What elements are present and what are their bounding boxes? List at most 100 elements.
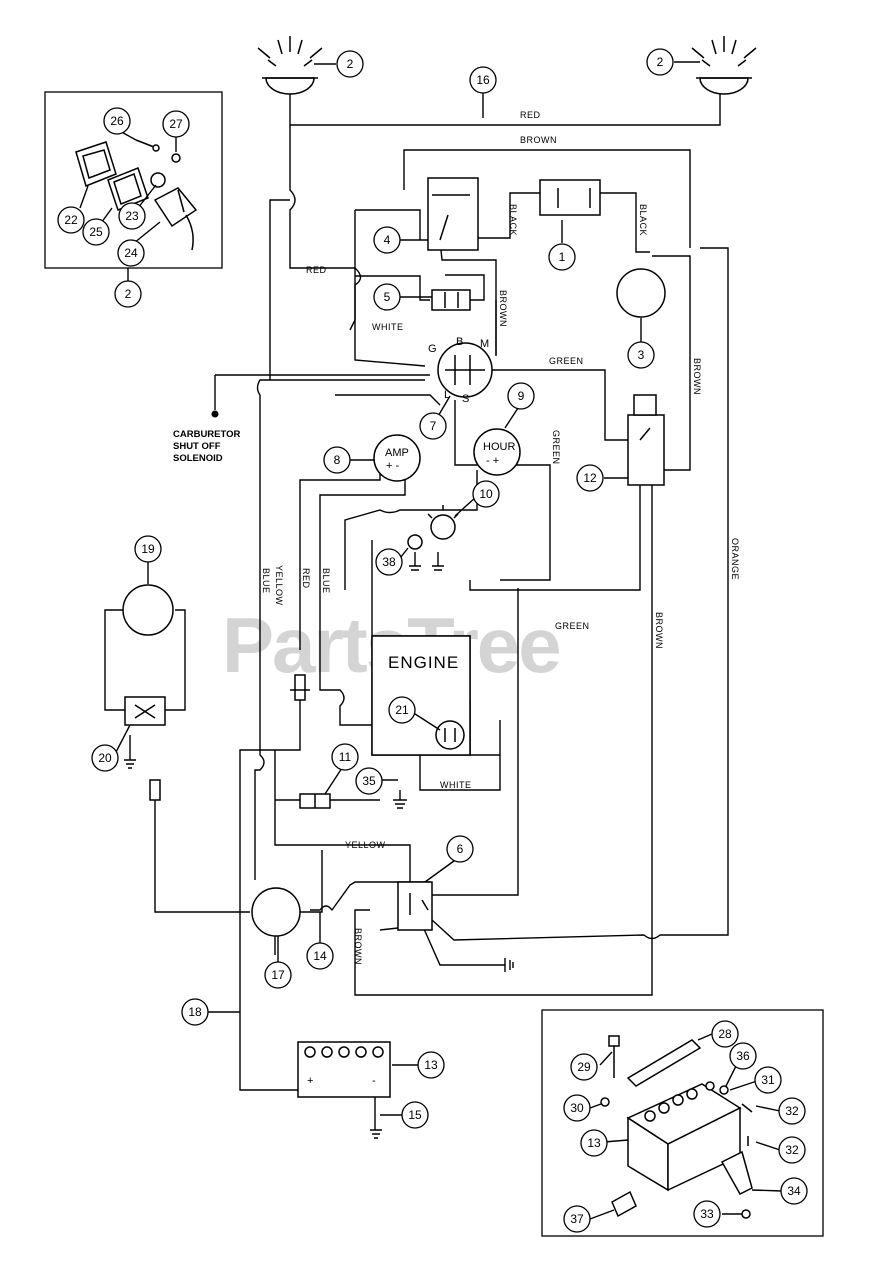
- engine-label: ENGINE: [388, 653, 459, 672]
- svg-text:15: 15: [408, 1108, 422, 1122]
- callout-37: 37: [563, 1205, 591, 1233]
- svg-text:30: 30: [570, 1101, 584, 1115]
- callout-6: 6: [446, 835, 474, 863]
- indicator-light: [427, 505, 459, 540]
- wire-label-red-mid: RED: [301, 568, 311, 589]
- ammeter: AMP + -: [373, 434, 421, 482]
- headlight-housing-part: [153, 187, 198, 251]
- headlight-bulb-part: [150, 172, 166, 188]
- callout-leaders: [79, 61, 783, 1220]
- svg-text:11: 11: [339, 750, 352, 764]
- svg-text:25: 25: [89, 225, 103, 239]
- nut-part: [171, 153, 181, 163]
- callout-24: 24: [117, 239, 145, 267]
- callout-17: 17: [264, 961, 292, 989]
- callout-32-upper: 32: [778, 1097, 806, 1125]
- callout-23: 23: [118, 202, 146, 230]
- wire-label-blue-2: BLUE: [321, 568, 331, 594]
- svg-text:12: 12: [583, 471, 597, 485]
- svg-text:28: 28: [718, 1027, 732, 1041]
- svg-text:9: 9: [518, 389, 525, 403]
- callout-38: 38: [375, 548, 403, 576]
- screw-part: [135, 139, 160, 152]
- wire-label-brown-switch: BROWN: [498, 290, 508, 327]
- starter-solenoid: [397, 881, 433, 931]
- svg-text:20: 20: [98, 751, 112, 765]
- svg-text:3: 3: [638, 348, 645, 362]
- carburetor-note-line-3: SOLENOID: [173, 453, 223, 464]
- callout-20: 20: [91, 744, 119, 772]
- svg-text:26: 26: [110, 114, 124, 128]
- svg-text:18: 18: [188, 1005, 202, 1019]
- hour-meter-label: HOUR: [483, 441, 515, 453]
- carburetor-solenoid-terminal: [211, 410, 219, 418]
- svg-text:34: 34: [787, 1184, 801, 1198]
- wire-label-green-mid: GREEN: [551, 430, 561, 465]
- callout-9: 9: [507, 382, 535, 410]
- svg-text:10: 10: [479, 487, 493, 501]
- callout-2-inset: 2: [114, 280, 142, 308]
- svg-text:19: 19: [141, 542, 155, 556]
- svg-text:2: 2: [657, 55, 664, 69]
- rear-light: [122, 584, 174, 636]
- hour-meter: HOUR - +: [473, 428, 521, 476]
- svg-text:35: 35: [362, 774, 376, 788]
- wiring: [104, 88, 729, 1139]
- svg-text:24: 24: [124, 246, 138, 260]
- svg-text:1: 1: [559, 250, 566, 264]
- callout-36: 36: [729, 1042, 757, 1070]
- headlight-left: [257, 36, 323, 95]
- j-bolt-part: [608, 1035, 620, 1078]
- ammeter-label: AMP: [385, 447, 409, 459]
- callout-12: 12: [576, 464, 604, 492]
- callout-4: 4: [373, 226, 401, 254]
- wire-label-brown-low: BROWN: [654, 612, 664, 649]
- ignition-switch: G B M L S: [428, 336, 493, 405]
- wire-label-white-engine: WHITE: [440, 780, 472, 790]
- wire-label-brown-top: BROWN: [520, 135, 557, 145]
- switch-terminal-g: G: [428, 343, 437, 355]
- wire-label-blue-1: BLUE: [261, 568, 271, 594]
- inline-connector-left: [149, 779, 161, 801]
- callout-8: 8: [323, 446, 351, 474]
- wire-label-brown-bottom: BROWN: [353, 928, 363, 965]
- svg-text:2: 2: [125, 287, 132, 301]
- callout-27: 27: [162, 110, 190, 138]
- svg-text:6: 6: [457, 842, 464, 856]
- headlight-right: [691, 36, 757, 95]
- svg-text:31: 31: [761, 1073, 775, 1087]
- wire-label-yellow-1: YELLOW: [274, 565, 284, 606]
- fuse: [431, 289, 471, 311]
- callout-14: 14: [306, 942, 334, 970]
- headlight-parts-inset: [44, 91, 223, 269]
- alternator-stator: [435, 720, 465, 750]
- inline-connector-mid: [290, 674, 310, 701]
- callout-30: 30: [563, 1094, 591, 1122]
- svg-text:37: 37: [570, 1212, 584, 1226]
- callout-7: 7: [419, 412, 447, 440]
- wire-label-green-top: GREEN: [549, 356, 584, 366]
- battery: + -: [297, 1041, 391, 1098]
- callout-3: 3: [627, 341, 655, 369]
- callout-19: 19: [134, 535, 162, 563]
- svg-text:36: 36: [736, 1049, 750, 1063]
- svg-text:13: 13: [587, 1136, 601, 1150]
- svg-text:14: 14: [313, 949, 327, 963]
- light-toggle-switch: [124, 696, 166, 726]
- light-switch: [427, 177, 479, 251]
- svg-text:2: 2: [347, 57, 354, 71]
- callout-22: 22: [57, 206, 85, 234]
- callout-16: 16: [469, 66, 497, 94]
- svg-text:32: 32: [785, 1143, 799, 1157]
- callout-11: 11: [331, 743, 359, 771]
- svg-text:27: 27: [169, 117, 183, 131]
- small-hardware-parts: [600, 1081, 753, 1219]
- carburetor-note: CARBURETOR SHUT OFF SOLENOID: [173, 429, 241, 464]
- svg-text:29: 29: [577, 1060, 591, 1074]
- callout-1: 1: [548, 243, 576, 271]
- light-socket: [616, 268, 666, 318]
- wire-label-orange: ORANGE: [730, 538, 740, 580]
- svg-text:38: 38: [382, 555, 396, 569]
- callout-2-left-headlight: 2: [336, 50, 364, 78]
- callout-21: 21: [388, 696, 416, 724]
